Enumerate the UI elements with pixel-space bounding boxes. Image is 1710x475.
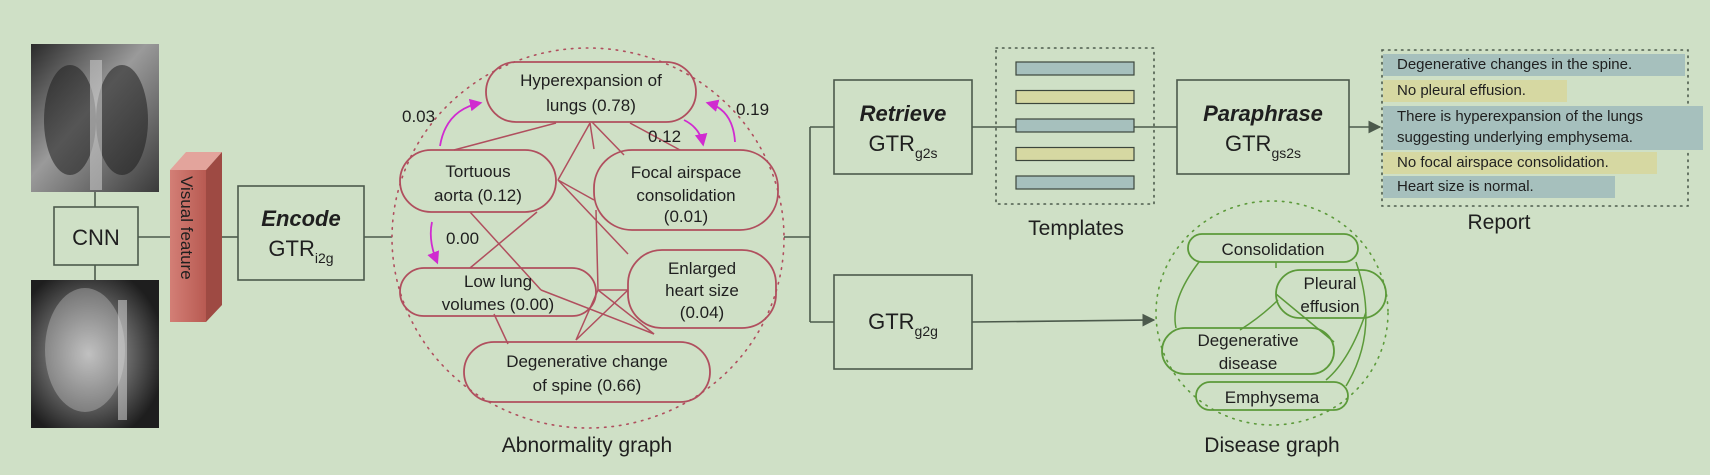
paraphrase-module: GTRgs2s — [1225, 131, 1301, 161]
report-line: Heart size is normal. — [1383, 176, 1615, 198]
template-bars — [1015, 61, 1135, 190]
disease-node-consolidation: Consolidation — [1187, 233, 1359, 263]
encode-box — [237, 185, 365, 281]
encode-title: Encode — [261, 206, 340, 231]
template-bar-yellow — [1015, 89, 1135, 105]
report-line: Degenerative changes in the spine. — [1383, 54, 1685, 76]
report-line: No focal airspace consolidation. — [1383, 152, 1657, 174]
retrieve-module: GTRg2s — [868, 131, 937, 161]
svg-text:Degenerative: Degenerative — [1197, 331, 1298, 350]
self-loop-arrow-lowlung — [427, 221, 440, 265]
svg-text:Low lung: Low lung — [464, 272, 532, 291]
template-bar-blue — [1015, 175, 1135, 190]
svg-text:disease: disease — [1219, 354, 1278, 373]
abnormality-node-degenerative-spine: Degenerative change of spine (0.66) — [463, 341, 711, 403]
svg-text:Degenerative change: Degenerative change — [506, 352, 668, 371]
svg-text:Hyperexpansion of: Hyperexpansion of — [520, 71, 662, 90]
frontal-xray-image — [31, 44, 159, 192]
abnormality-node-focal-consolidation: Focal airspace consolidation (0.01) — [593, 149, 779, 231]
svg-text:Emphysema: Emphysema — [1225, 388, 1320, 407]
svg-text:Consolidation: Consolidation — [1221, 240, 1324, 259]
abnormality-node-enlarged-heart: Enlarged heart size (0.04) — [627, 249, 777, 329]
svg-text:consolidation: consolidation — [636, 186, 735, 205]
visual-feature-label: Visual feature — [177, 176, 196, 280]
retrieve-title: Retrieve — [860, 101, 947, 126]
svg-text:aorta (0.12): aorta (0.12) — [434, 186, 522, 205]
report-line: No pleural effusion. — [1383, 80, 1567, 102]
svg-text:Enlarged: Enlarged — [668, 259, 736, 278]
abnormality-node-hyperexpansion: Hyperexpansion of lungs (0.78) — [485, 61, 697, 123]
self-loop-arrow-focal — [683, 119, 708, 147]
templates-box — [995, 47, 1155, 205]
abnormality-node-tortuous-aorta: Tortuous aorta (0.12) — [399, 149, 557, 213]
weight-label-hyperexpansion: 0.19 — [736, 100, 769, 119]
disease-node-emphysema: Emphysema — [1195, 381, 1349, 411]
g2g-module: GTRg2g — [868, 309, 938, 339]
cnn-label: CNN — [72, 225, 120, 250]
abnormality-graph-boundary — [391, 47, 785, 429]
disease-graph-caption: Disease graph — [1204, 434, 1339, 457]
paraphrase-box — [1176, 79, 1350, 175]
encode-module: GTRi2g — [268, 236, 333, 266]
self-loop-arrow-tortuous — [439, 98, 483, 147]
template-bar-blue — [1015, 61, 1135, 76]
templates-caption: Templates — [1028, 217, 1124, 240]
cnn-box — [53, 206, 139, 266]
svg-text:Tortuous: Tortuous — [445, 162, 510, 181]
visual-feature-block — [170, 152, 222, 322]
weight-label-lowlung: 0.00 — [446, 229, 479, 248]
abnormality-graph-caption: Abnormality graph — [502, 434, 672, 457]
abnormality-edges — [453, 121, 681, 345]
svg-text:heart size: heart size — [665, 281, 739, 300]
svg-text:volumes (0.00): volumes (0.00) — [442, 295, 554, 314]
svg-text:Focal airspace: Focal airspace — [631, 163, 742, 182]
template-bar-yellow — [1015, 146, 1135, 162]
svg-text:(0.04): (0.04) — [680, 303, 724, 322]
abnormality-node-low-lung-volumes: Low lung volumes (0.00) — [399, 267, 597, 317]
report-caption: Report — [1467, 211, 1530, 234]
svg-text:(0.01): (0.01) — [664, 207, 708, 226]
disease-node-degenerative-disease: Degenerative disease — [1161, 327, 1335, 375]
svg-text:lungs (0.78): lungs (0.78) — [546, 96, 636, 115]
svg-text:of spine (0.66): of spine (0.66) — [533, 376, 642, 395]
retrieve-box — [833, 79, 973, 175]
weight-label-tortuous: 0.03 — [402, 107, 435, 126]
paraphrase-title: Paraphrase — [1203, 101, 1323, 126]
self-loop-arrow-hyperexpansion — [705, 99, 736, 143]
svg-text:effusion: effusion — [1300, 297, 1359, 316]
report-line: There is hyperexpansion of the lungs sug… — [1383, 106, 1703, 150]
lateral-xray-image — [31, 280, 159, 428]
disease-node-pleural-effusion: Pleural effusion — [1275, 269, 1387, 319]
template-bar-blue — [1015, 118, 1135, 133]
svg-text:Pleural: Pleural — [1304, 274, 1357, 293]
weight-label-focal: 0.12 — [648, 127, 681, 146]
disease-graph-boundary — [1155, 200, 1389, 426]
